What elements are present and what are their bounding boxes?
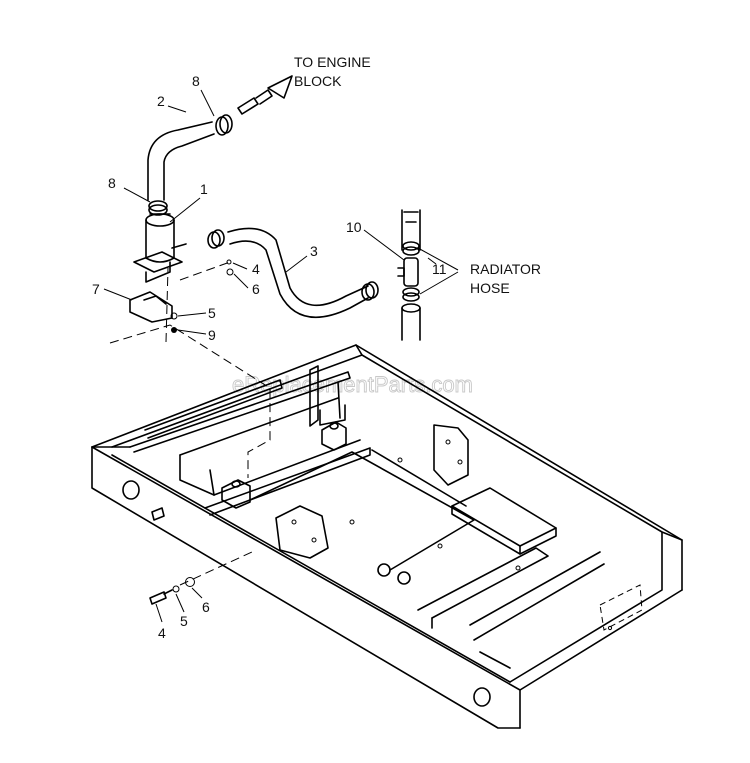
lockwasher-5 — [170, 312, 178, 320]
to-engine-label-line2: BLOCK — [294, 73, 342, 89]
nut-9 — [171, 327, 177, 333]
washer-6-bottom — [185, 577, 195, 587]
heater-hose-3 — [207, 227, 379, 319]
washer-6-top — [226, 268, 234, 276]
callout-2: 2 — [157, 93, 165, 109]
watermark: eReplacementParts.com — [232, 372, 473, 397]
radiator-tee — [397, 209, 421, 341]
to-engine-label: TO ENGINE — [294, 54, 371, 70]
callout-7: 7 — [92, 281, 100, 297]
callout-4-top: 4 — [252, 261, 260, 277]
lockwasher-5-bottom — [172, 585, 180, 593]
radiator-hose-label-line2: HOSE — [470, 280, 510, 296]
callout-11: 11 — [432, 261, 447, 277]
callout-8-mid: 8 — [108, 175, 116, 191]
callout-1: 1 — [200, 181, 208, 197]
callout-6-top: 6 — [252, 281, 260, 297]
callout-3: 3 — [310, 243, 318, 259]
skid-frame — [91, 344, 683, 729]
callout-5-top: 5 — [208, 305, 216, 321]
screw-4-top — [226, 259, 232, 265]
mounting-bracket — [129, 291, 173, 323]
radiator-hose-label: RADIATOR — [470, 261, 541, 277]
callout-6-bottom: 6 — [202, 599, 210, 615]
callout-5-bottom: 5 — [180, 613, 188, 629]
bolt-4-bottom — [149, 591, 167, 605]
engine-heater — [133, 75, 293, 283]
callout-9: 9 — [208, 327, 216, 343]
callout-10: 10 — [346, 219, 362, 235]
callout-8-top: 8 — [192, 73, 200, 89]
callout-4-bottom: 4 — [158, 625, 166, 641]
